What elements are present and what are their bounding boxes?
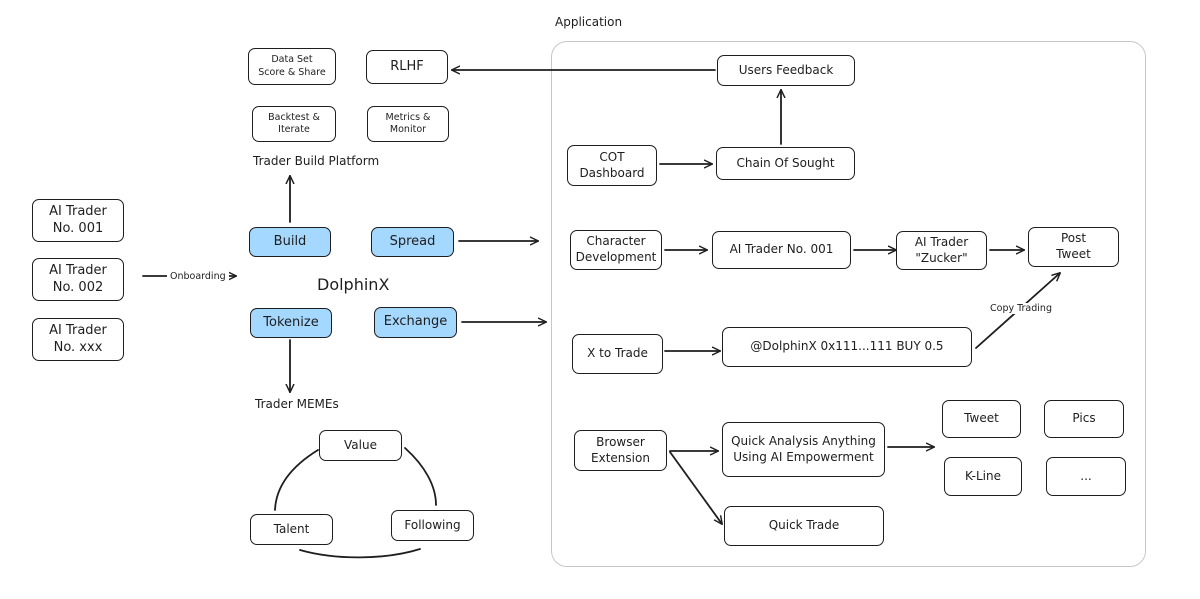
more-output-box: ... (1046, 457, 1126, 496)
cot-dashboard-box: COT Dashboard (567, 145, 657, 186)
copy-trading-label: Copy Trading (988, 303, 1054, 314)
trader-memes-label: Trader MEMEs (255, 397, 339, 411)
users-feedback-box: Users Feedback (717, 55, 855, 86)
cycle-line-talent-following (299, 548, 421, 559)
chain-of-sought-box: Chain Of Sought (716, 147, 855, 180)
command-box: @DolphinX 0x111...111 BUY 0.5 (722, 327, 972, 367)
post-tweet-box: Post Tweet (1028, 227, 1119, 267)
dolphinx-title: DolphinX (317, 275, 390, 294)
browser-extension-box: Browser Extension (574, 430, 667, 471)
onboarding-label: Onboarding (167, 271, 229, 282)
quick-analysis-box: Quick Analysis Anything Using AI Empower… (722, 422, 885, 477)
x-to-trade-box: X to Trade (572, 334, 663, 374)
quick-trade-box: Quick Trade (724, 506, 884, 546)
value-box: Value (319, 430, 402, 461)
trader-build-platform-label: Trader Build Platform (253, 154, 380, 168)
tokenize-box: Tokenize (250, 308, 332, 338)
ai-trader-002-box: AI Trader No. 002 (32, 258, 124, 301)
cycle-line-value-talent (274, 449, 319, 511)
ai-trader-xxx-box: AI Trader No. xxx (32, 318, 124, 361)
ai-trader-001-application-box: AI Trader No. 001 (712, 231, 851, 269)
spread-box: Spread (371, 227, 454, 257)
build-box: Build (249, 227, 331, 257)
cycle-line-value-following (404, 447, 437, 506)
arrow-browser-to-quicktrade (669, 451, 722, 524)
dataset-box: Data Set Score & Share (248, 48, 336, 85)
rlhf-box: RLHF (366, 50, 448, 84)
backtest-box: Backtest & Iterate (252, 106, 336, 142)
character-development-box: Character Development (570, 230, 662, 270)
exchange-box: Exchange (374, 307, 457, 338)
following-box: Following (391, 510, 474, 541)
application-label: Application (555, 15, 623, 29)
ai-trader-001-box: AI Trader No. 001 (32, 199, 124, 242)
talent-box: Talent (250, 514, 333, 545)
tweet-output-box: Tweet (942, 400, 1021, 438)
pics-output-box: Pics (1044, 400, 1124, 438)
metrics-box: Metrics & Monitor (367, 106, 449, 142)
kline-output-box: K-Line (944, 457, 1022, 496)
ai-trader-zucker-box: AI Trader "Zucker" (896, 231, 987, 270)
